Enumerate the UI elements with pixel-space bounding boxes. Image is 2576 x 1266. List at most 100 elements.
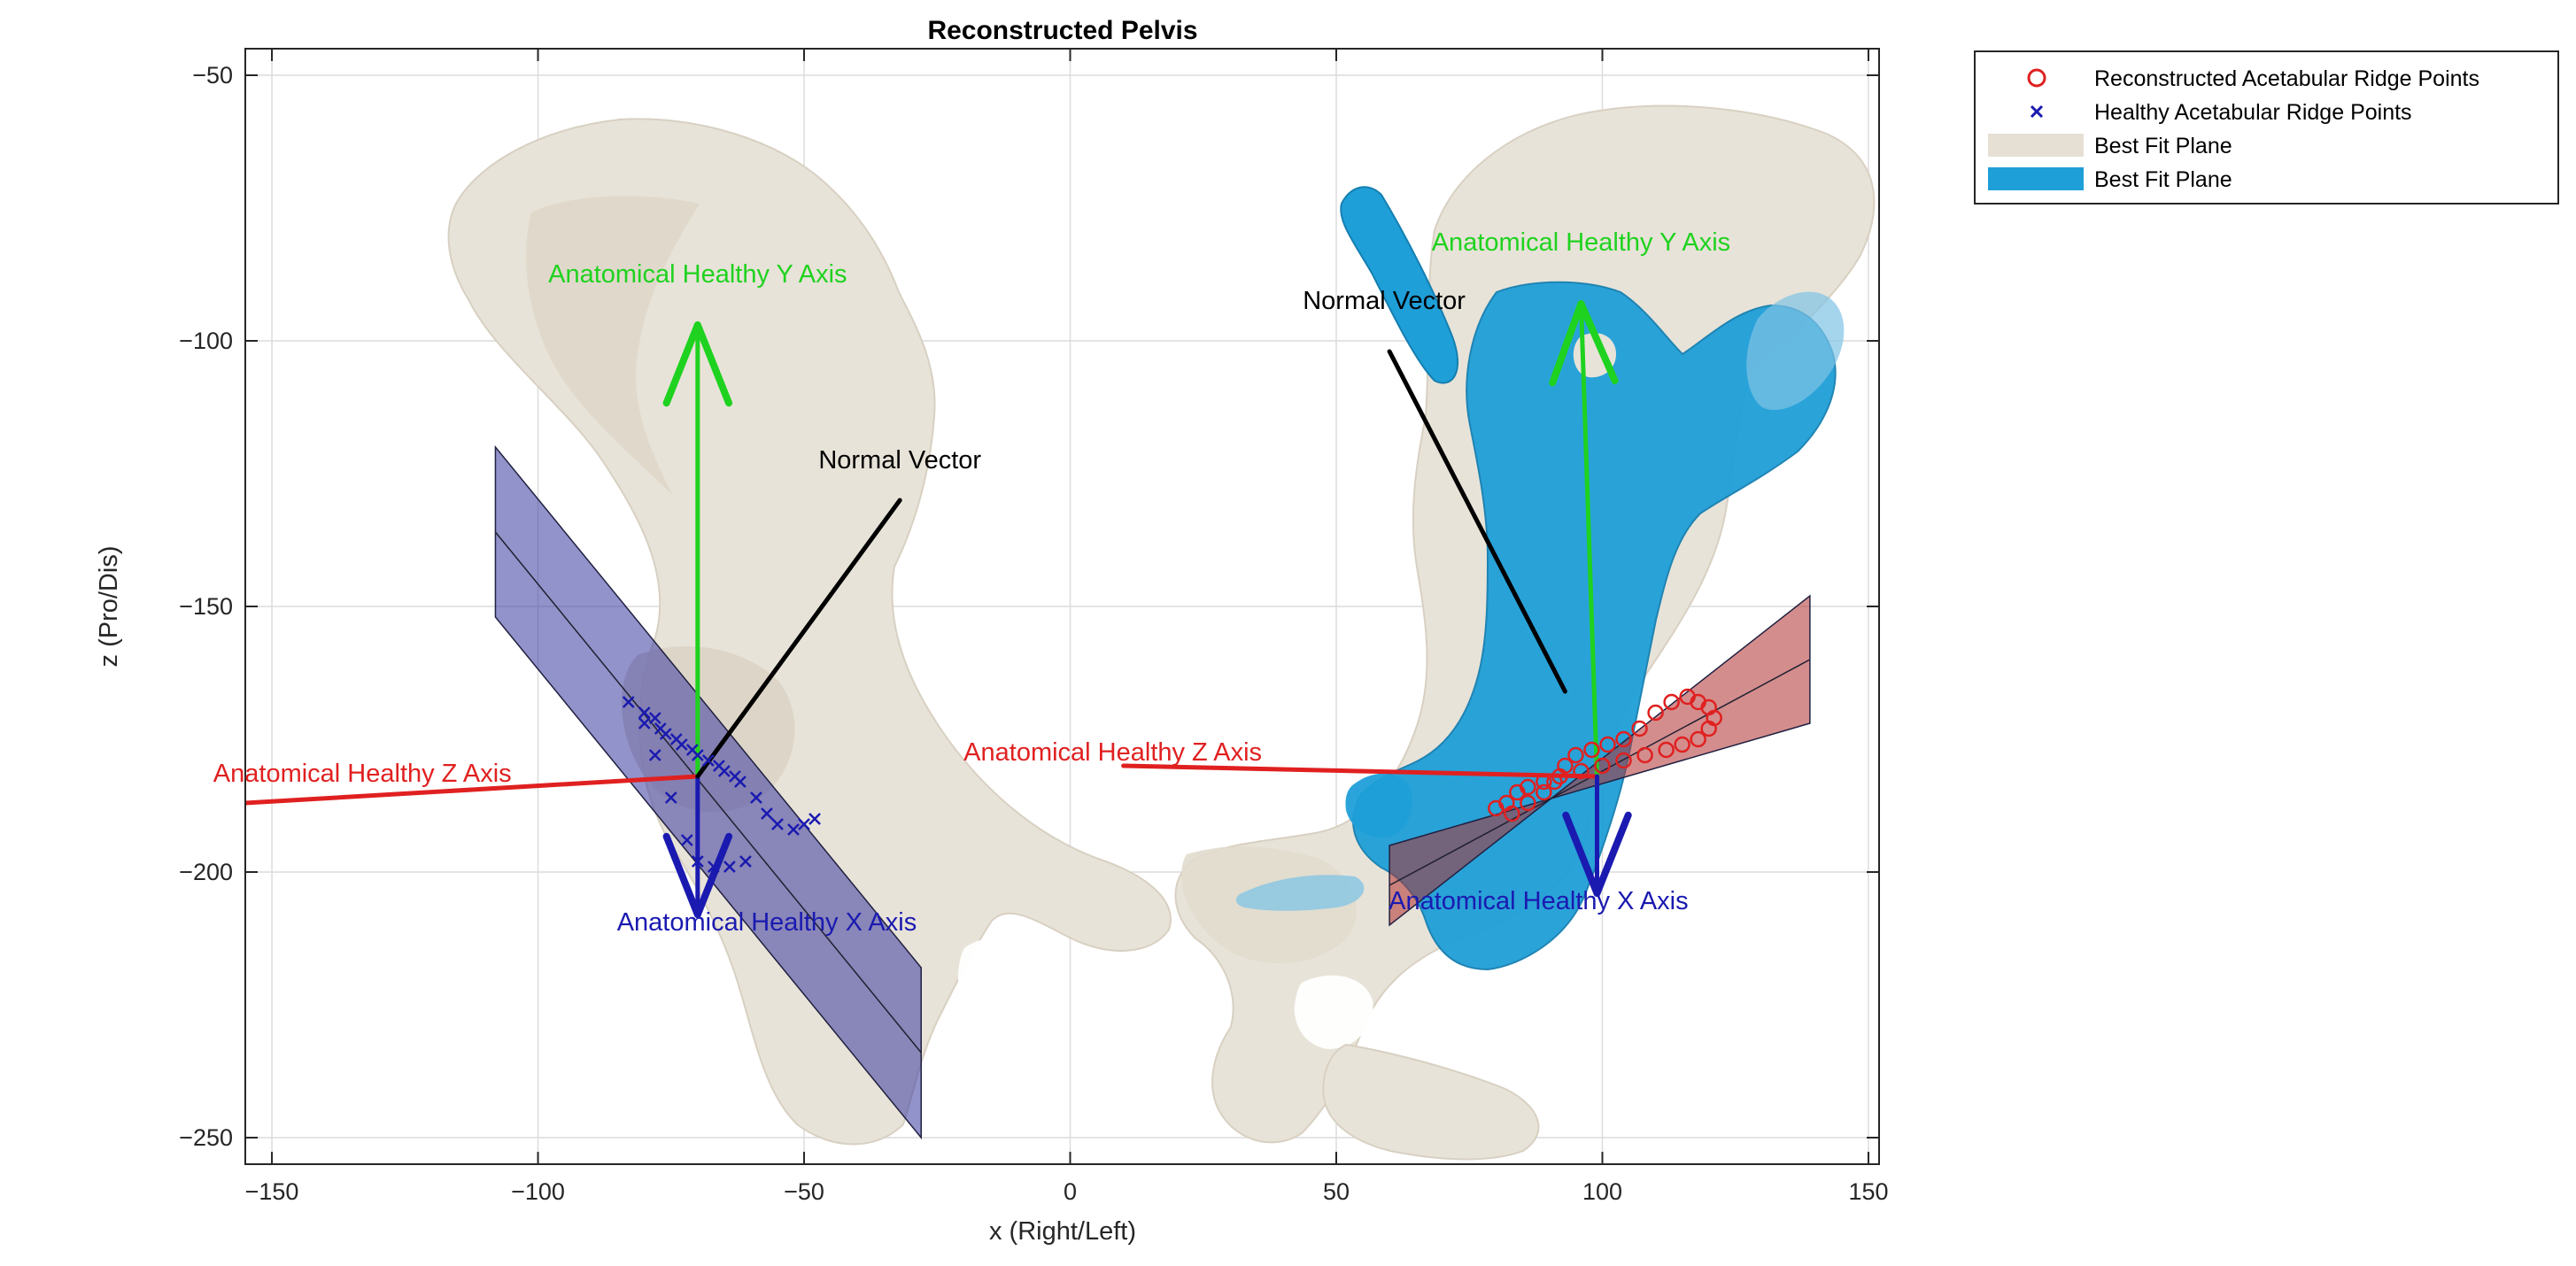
marker-stroke [664,791,677,804]
axis-vector-left-y [1549,300,1619,779]
right-obturator-foramen [957,938,1040,1023]
left-ischium [1322,1043,1540,1161]
healthy-ridge-point [761,807,773,820]
marker-stroke [798,818,810,830]
series-reconstructed-ridge-points [1488,688,1722,822]
legend-item: Reconstructed Acetabular Ridge Points [2027,66,2479,91]
marker-stroke [675,738,688,751]
marker-stroke [707,861,720,873]
x-tick-label: 50 [1323,1178,1350,1205]
healthy-ridge-point [638,717,651,729]
y-tick-label: −250 [179,1124,233,1151]
chart-title: Reconstructed Pelvis [927,16,1197,45]
marker-stroke [712,760,725,772]
legend-label: Healthy Acetabular Ridge Points [2094,100,2412,125]
reconstructed-ridge-point [1594,757,1611,775]
x-tick-label: 0 [1064,1178,1077,1205]
annotation-label: Anatomical Healthy Z Axis [213,760,512,788]
legend-label: Reconstructed Acetabular Ridge Points [2094,66,2479,91]
x-tick-label: 100 [1582,1178,1622,1205]
healthy-ridge-point [675,738,688,751]
healthy-ridge-point [808,813,821,825]
healthy-ridge-point [723,861,736,873]
healthy-ridge-point [691,749,704,761]
legend-box [1974,50,2559,205]
reconstructed-ridge-point [1509,784,1526,801]
y-tick-label: −200 [179,859,233,885]
healthy-ridge-point [798,818,810,830]
marker-stroke [771,818,784,830]
reconstructed-ridge-point [1583,741,1600,759]
y-tick-label: −50 [192,62,233,89]
axis-vector-right-normal [695,498,902,779]
healthy-ridge-point [648,712,661,724]
annotation-label: Anatomical Healthy Y Axis [548,260,847,289]
ridge-points [622,688,1722,873]
reconstructed-ridge-point [1636,746,1653,764]
axis-vector-right-x [662,774,733,918]
healthy-ridge-point [638,706,651,719]
annotation-label: Anatomical Healthy Y Axis [1432,228,1730,257]
legend: Reconstructed Acetabular Ridge PointsHea… [1974,50,2559,205]
reconstructed-ridge-point [1536,773,1552,791]
x-tick-label: −150 [245,1178,299,1205]
healthy-ridge-point [771,818,784,830]
reconstructed-ridge-point [1700,720,1717,737]
marker-stroke [723,861,736,873]
reconstructed-ridge-point [1599,736,1616,753]
x-tick-label: 150 [1848,1178,1888,1205]
marker-stroke [680,834,693,846]
reconstructed-ridge-point [1647,704,1664,722]
implant-body [1352,281,1837,971]
implant-flange [1746,291,1845,411]
axis-vector-shaft [695,498,902,779]
healthy-ridge-point [787,823,800,836]
legend-item: Healthy Acetabular Ridge Points [2030,100,2412,125]
marker-stroke [648,712,661,724]
axis-vector-right-z [245,774,700,806]
annotation-label: Anatomical Healthy Z Axis [963,738,1262,767]
marker-stroke [638,706,651,719]
healthy-ridge-point [680,834,693,846]
reconstructed-ridge-point [1631,720,1648,737]
x-tick-label: −100 [511,1178,565,1205]
reconstructed-ridge-point [1551,768,1568,785]
reconstructed-ridge-point [1663,693,1680,711]
annotation-label: Normal Vector [1303,287,1466,315]
reconstructed-ridge-point [1498,794,1515,812]
reconstructed-ridge-point [1690,730,1706,748]
reconstructed-ridge-point [1674,736,1690,753]
x-axis-label: x (Right/Left) [989,1217,1136,1246]
axis-vector-left-normal [1387,349,1567,694]
marker-stroke [691,855,704,868]
legend-label: Best Fit Plane [2094,134,2232,158]
implant-pubic-extension [1235,875,1365,911]
reconstructed-ridge-point [1536,784,1552,801]
left-obturator-foramen [1294,975,1373,1049]
legend-item: Best Fit Plane [1988,134,2232,158]
marker-stroke [729,770,741,783]
best-fit-plane-left [1389,594,1811,927]
reconstructed-ridge-point [1658,741,1675,759]
marker-stroke [808,813,821,825]
axis-arrowhead [693,321,733,407]
axis-arrowhead [662,321,701,407]
marker-stroke [685,744,699,756]
healthy-ridge-point [659,728,672,740]
axis-arrowhead [1593,811,1632,897]
marker-stroke [717,765,731,777]
legend-label: Best Fit Plane [2094,167,2232,192]
reconstructed-ridge-point [1573,762,1590,780]
annotation-label: Anatomical Healthy X Axis [1389,887,1688,915]
reconstructed-ridge-point [1615,752,1632,769]
healthy-ridge-point [648,749,661,761]
axis-arrowhead [1549,300,1585,387]
healthy-ridge-point [664,791,677,804]
reconstructed-ridge-point [1567,746,1584,764]
marker-stroke [750,791,762,804]
marker-stroke [654,722,667,735]
axis-vector-left-z [1121,763,1599,779]
axis-vector-shaft [1387,349,1567,694]
